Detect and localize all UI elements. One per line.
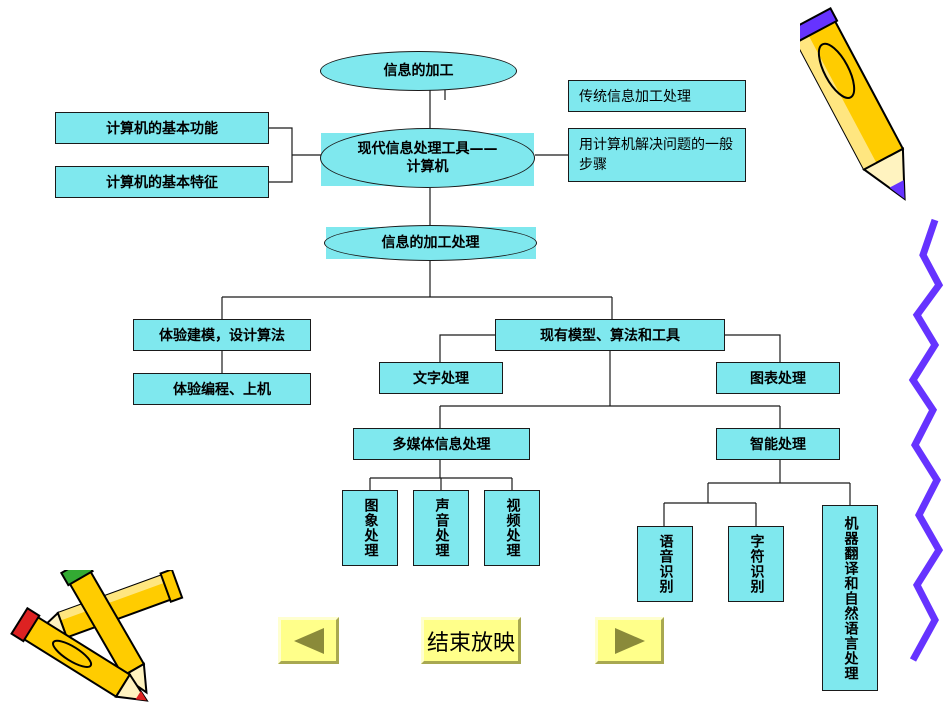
squiggle-decoration xyxy=(908,218,944,662)
end-show-label: 结束放映 xyxy=(426,630,515,656)
node-chart-processing: 图表处理 xyxy=(716,362,840,394)
node-modeling: 体验建模，设计算法 xyxy=(133,319,311,351)
node-video-processing: 视频处理 xyxy=(484,490,540,566)
node-existing-tools: 现有模型、算法和工具 xyxy=(495,319,725,351)
end-show-button[interactable]: 结束放映 xyxy=(421,617,521,664)
node-character-recognition: 字符识别 xyxy=(728,526,784,602)
node-computer-features: 计算机的基本特征 xyxy=(55,166,269,198)
triangle-left-icon xyxy=(293,627,324,654)
node-intelligent: 智能处理 xyxy=(716,428,840,460)
node-problem-steps: 用计算机解决问题的一般步骤 xyxy=(568,128,746,182)
node-multimedia: 多媒体信息处理 xyxy=(353,428,530,460)
node-computer-functions: 计算机的基本功能 xyxy=(55,112,269,144)
node-process: 信息的加工处理 xyxy=(324,225,537,261)
node-programming: 体验编程、上机 xyxy=(133,373,311,405)
prev-slide-button[interactable] xyxy=(278,617,339,664)
node-traditional-processing: 传统信息加工处理 xyxy=(568,80,746,112)
node-core-computer: 现代信息处理工具—— 计算机 xyxy=(320,128,535,188)
node-machine-translation: 机器翻译和自然语言处理 xyxy=(822,505,878,691)
node-top: 信息的加工 xyxy=(320,51,517,91)
triangle-right-icon xyxy=(614,627,645,654)
node-sound-processing: 声音处理 xyxy=(413,490,469,566)
node-speech-recognition: 语音识别 xyxy=(637,526,693,602)
next-slide-button[interactable] xyxy=(595,617,664,664)
node-image-processing: 图象处理 xyxy=(342,490,398,566)
node-text-processing: 文字处理 xyxy=(379,362,503,394)
pencil-icon xyxy=(800,7,906,201)
crossed-pencils-icon xyxy=(10,570,184,702)
